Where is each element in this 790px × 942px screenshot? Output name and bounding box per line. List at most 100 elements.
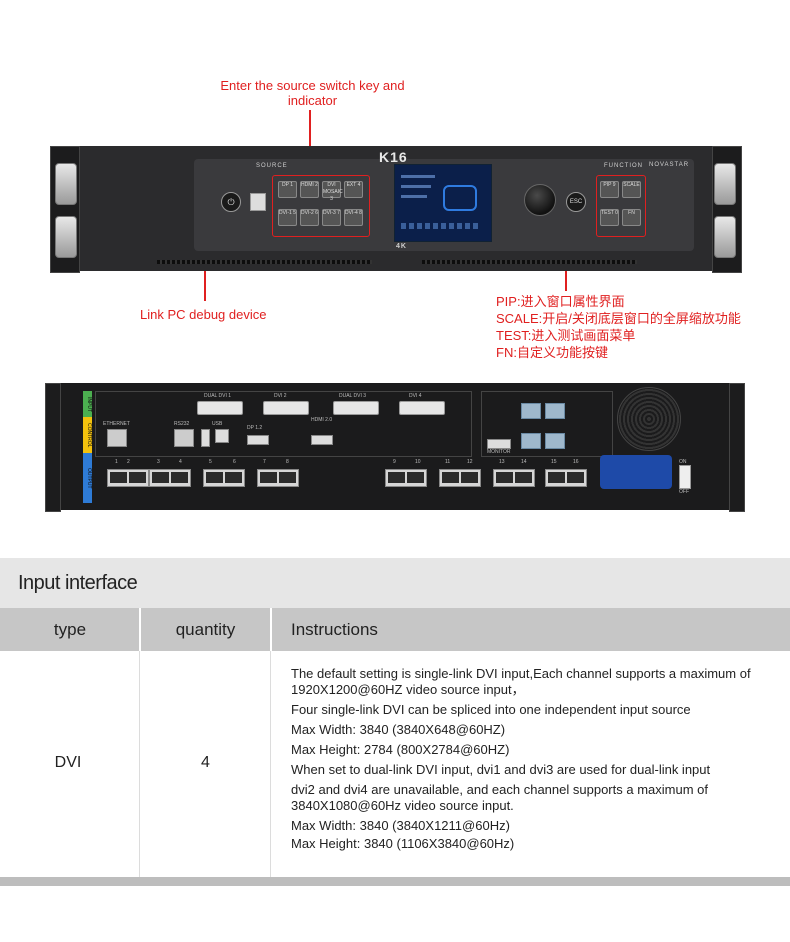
dvi-1-port[interactable] (197, 401, 243, 415)
dp-port[interactable] (247, 435, 269, 445)
annotation-scale: SCALE:开启/关闭底层窗口的全屏缩放功能 (496, 311, 741, 326)
rotary-knob[interactable] (524, 184, 556, 216)
fiber-port-2[interactable] (545, 403, 565, 419)
monitor-hdmi-port[interactable] (487, 439, 511, 449)
source-key-hdmi[interactable]: HDMI 2 (300, 181, 319, 198)
dvi-1-label: DUAL DVI 1 (204, 393, 232, 399)
instruction-line: dvi2 and dvi4 are unavailable, and each … (291, 782, 708, 813)
output-number: 15 (551, 459, 557, 465)
handle-left (55, 216, 77, 258)
cell-quantity: 4 (201, 754, 210, 771)
function-group-label: FUNCTION (604, 163, 643, 169)
dvi-4-port[interactable] (399, 401, 445, 415)
annotation-pip: PIP:进入窗口属性界面 (496, 294, 625, 309)
source-key-dp[interactable]: DP 1 (278, 181, 297, 198)
output-number: 10 (415, 459, 421, 465)
source-key-ext[interactable]: EXT 4 (344, 181, 363, 198)
vent (422, 260, 637, 264)
instruction-line: Max Width: 3840 (3840X1211@60Hz) (291, 818, 510, 833)
output-port-13-14[interactable] (493, 469, 535, 487)
screen-graphic (443, 185, 477, 211)
monitor-label: MONITOR (487, 449, 511, 455)
header-divider (270, 608, 272, 651)
esc-button[interactable]: ESC (566, 192, 586, 212)
fiber-port-4[interactable] (545, 433, 565, 449)
annotation-line (309, 110, 311, 176)
output-number: 11 (445, 459, 451, 465)
header-divider (139, 608, 141, 651)
hdmi-port[interactable] (311, 435, 333, 445)
fiber-port-1[interactable] (521, 403, 541, 419)
function-key-test[interactable]: TEST 0 (600, 209, 619, 226)
output-port-1-2[interactable] (107, 469, 149, 487)
section-title: Input interface (18, 572, 138, 594)
source-key-dvi-3[interactable]: DVI-3 7 (322, 209, 341, 226)
output-port-15-16[interactable] (545, 469, 587, 487)
cell-type: DVI (54, 754, 82, 771)
usb-label: USB (212, 421, 223, 427)
dvi-2-port[interactable] (263, 401, 309, 415)
screen-graphic (401, 195, 427, 198)
output-number: 9 (393, 459, 396, 465)
dvi-2-label: DVI 2 (274, 393, 287, 399)
output-number: 2 (127, 459, 130, 465)
output-port-5-6[interactable] (203, 469, 245, 487)
rear-panel-image: INPUT CONTROL OUTPUT DUAL DVI 1 DVI 2 DU… (45, 383, 745, 512)
header-instructions: Instructions (291, 620, 378, 639)
dvi-3-label: DUAL DVI 3 (339, 393, 367, 399)
power-button[interactable]: ⏻ (221, 192, 241, 212)
output-port-3-4[interactable] (149, 469, 191, 487)
instruction-line: Four single-link DVI can be spliced into… (291, 702, 691, 717)
row-divider (270, 651, 271, 877)
output-number: 6 (233, 459, 236, 465)
output-port-9-10[interactable] (385, 469, 427, 487)
screen-graphic (401, 175, 435, 178)
output-number: 5 (209, 459, 212, 465)
instruction-line: The default setting is single-link DVI i… (291, 666, 751, 697)
vent (157, 260, 372, 264)
output-number: 3 (157, 459, 160, 465)
ethernet-port[interactable] (107, 429, 127, 447)
annotation-source-key: Enter the source switch key and indicato… (220, 78, 405, 108)
rs232-port[interactable] (174, 429, 194, 447)
power-switch[interactable] (679, 465, 691, 489)
ethernet-label: ETHERNET (103, 421, 130, 427)
usb-debug-port[interactable] (250, 193, 266, 211)
resolution-badge: 4K (396, 243, 407, 250)
function-keys-highlight (596, 175, 646, 237)
power-inlet[interactable] (600, 455, 672, 489)
output-number: 7 (263, 459, 266, 465)
tag-output: OUTPUT (83, 453, 92, 503)
function-key-pip[interactable]: PIP 9 (600, 181, 619, 198)
fiber-port-3[interactable] (521, 433, 541, 449)
output-number: 12 (467, 459, 473, 465)
instruction-line: Max Height: 2784 (800X2784@60HZ) (291, 742, 510, 757)
source-key-dvi-2[interactable]: DVI-2 6 (300, 209, 319, 226)
cell-instructions: The default setting is single-link DVI i… (291, 666, 781, 856)
rack-ear-left (45, 383, 61, 512)
output-number: 1 (115, 459, 118, 465)
source-key-dvi-1[interactable]: DVI-1 5 (278, 209, 297, 226)
header-type: type (53, 620, 87, 639)
tag-input: INPUT (83, 391, 92, 417)
lcd-screen (394, 164, 492, 242)
output-port-7-8[interactable] (257, 469, 299, 487)
function-key-fn[interactable]: FN (622, 209, 641, 226)
monitor-card (481, 391, 613, 457)
usb-port[interactable] (215, 429, 229, 443)
cooling-fan (617, 387, 681, 451)
output-port-11-12[interactable] (439, 469, 481, 487)
source-group-label: SOURCE (256, 163, 288, 169)
source-key-dvi-mosaic[interactable]: DVI MOSAIC 3 (322, 181, 343, 202)
annotation-debug: Link PC debug device (140, 307, 267, 322)
dvi-3-port[interactable] (333, 401, 379, 415)
source-key-dvi-4[interactable]: DVI-4 8 (344, 209, 363, 226)
function-key-scale[interactable]: SCALE (622, 181, 641, 198)
model-label: K16 (379, 149, 408, 165)
usb-port[interactable] (201, 429, 210, 447)
control-panel: K16 NOVASTAR 4K ⏻ SOURCE DP 1 HDMI 2 DVI… (194, 149, 694, 251)
instruction-line: Max Height: 3840 (1106X3840@60Hz) (291, 836, 515, 851)
output-number: 13 (499, 459, 505, 465)
handle-right (714, 163, 736, 205)
dvi-4-label: DVI 4 (409, 393, 422, 399)
